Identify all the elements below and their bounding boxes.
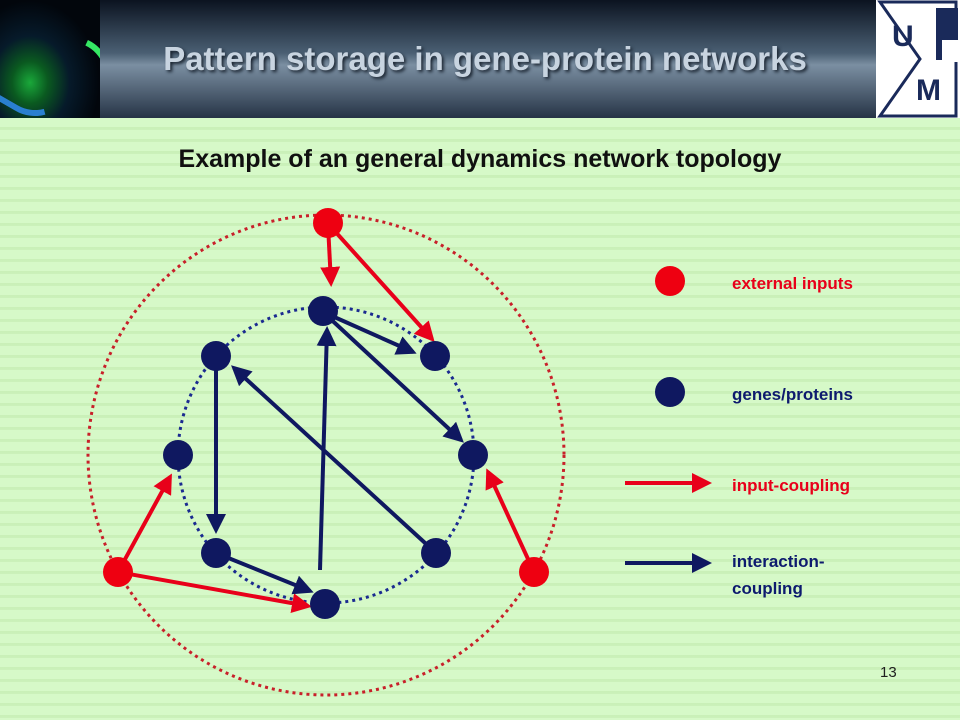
outer-ring bbox=[86, 213, 566, 697]
input-coupling-arrow bbox=[116, 473, 172, 573]
external-input-node bbox=[519, 557, 549, 587]
interaction-coupling-arrow bbox=[321, 310, 464, 443]
header-banner: Pattern storage in gene-protein networks… bbox=[0, 0, 960, 118]
external-input-node bbox=[313, 208, 343, 238]
gene-protein-node bbox=[201, 341, 231, 371]
page-title: Pattern storage in gene-protein networks bbox=[163, 40, 807, 77]
gene-protein-node bbox=[201, 538, 231, 568]
gene-protein-node bbox=[163, 440, 193, 470]
interaction-coupling-arrow bbox=[231, 365, 438, 555]
legend-external-inputs-label: external inputs bbox=[732, 274, 853, 293]
cell-image bbox=[0, 0, 100, 118]
slide-subtitle: Example of an general dynamics network t… bbox=[178, 145, 782, 173]
gene-protein-node bbox=[310, 589, 340, 619]
gene-protein-node bbox=[421, 538, 451, 568]
legend-interaction-coupling-label: interaction- coupling bbox=[732, 552, 825, 598]
interaction-coupling-arrow bbox=[322, 310, 417, 355]
background-texture bbox=[0, 118, 960, 720]
input-coupling-arrow bbox=[330, 226, 435, 342]
gene-protein-node bbox=[308, 296, 338, 326]
university-logo: U M bbox=[876, 0, 960, 118]
legend-genes-proteins-label: genes/proteins bbox=[732, 385, 853, 404]
svg-text:U: U bbox=[892, 20, 914, 53]
legend-gene-marker bbox=[655, 377, 685, 407]
external-input-node bbox=[103, 557, 133, 587]
page-number: 13 bbox=[880, 664, 897, 681]
input-coupling-arrow bbox=[485, 468, 536, 573]
interaction-coupling-arrow bbox=[215, 551, 314, 595]
legend-input-coupling-label: input-coupling bbox=[732, 476, 851, 495]
interaction-coupling-arrow bbox=[316, 326, 337, 571]
gene-protein-node bbox=[420, 341, 450, 371]
svg-text:M: M bbox=[916, 74, 941, 107]
legend-external-marker bbox=[655, 266, 685, 296]
gene-protein-node bbox=[458, 440, 488, 470]
input-coupling-arrow bbox=[117, 570, 312, 614]
